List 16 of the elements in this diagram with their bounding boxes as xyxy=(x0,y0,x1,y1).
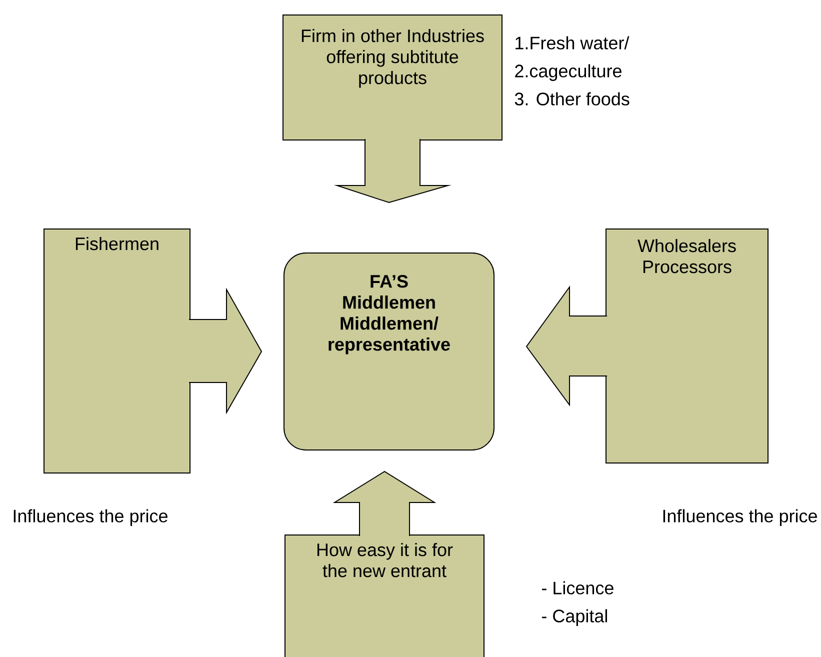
block-arrow xyxy=(332,470,436,536)
side-note: - Licence xyxy=(542,581,614,594)
callout-box: Wholesalers Processors xyxy=(606,228,768,464)
callout-box: Firm in other Industries offering subtitute products xyxy=(282,14,502,140)
side-note: 1.Fresh water/ xyxy=(516,36,630,50)
side-note: 2.cageculture xyxy=(515,64,622,81)
rounded-box: FA’S Middlemen Middlemen/ representative xyxy=(284,252,494,450)
block-arrow xyxy=(334,138,452,204)
side-note: Influences the price xyxy=(14,509,168,526)
side-note: 3. Other foods xyxy=(514,92,630,106)
side-note: Influences the price xyxy=(663,509,817,526)
callout-box: Fishermen xyxy=(44,228,190,474)
side-note: - Capital xyxy=(542,609,607,626)
block-arrow xyxy=(526,285,608,407)
callout-box: How easy it is for the new entrant xyxy=(284,534,484,657)
block-arrow xyxy=(188,288,262,414)
